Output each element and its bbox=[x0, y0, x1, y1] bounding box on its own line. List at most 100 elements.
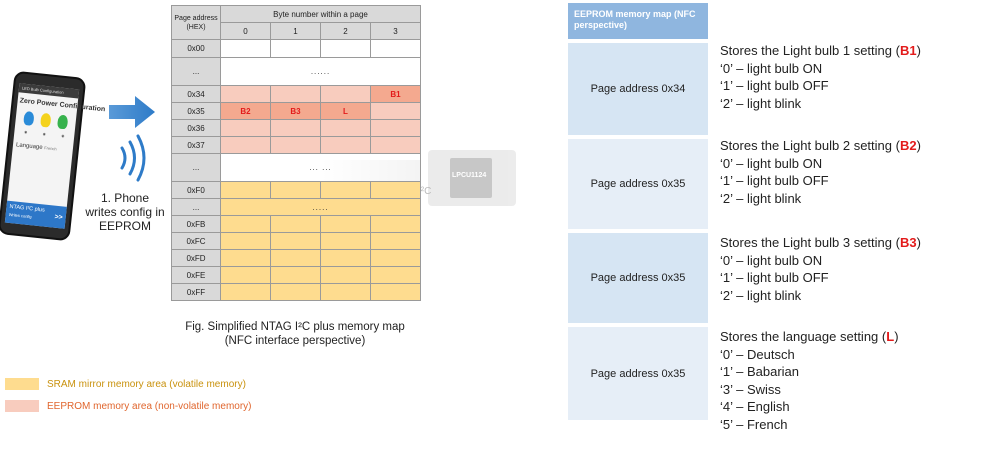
memory-cell bbox=[370, 215, 421, 233]
description-prefix: Stores the Light bulb 2 setting ( bbox=[720, 138, 900, 153]
row-address: 0xFF bbox=[171, 283, 221, 301]
description-key: B3 bbox=[899, 235, 917, 250]
row-address: 0x37 bbox=[171, 136, 221, 154]
description-key: L bbox=[886, 329, 895, 344]
table-row: ... ... ... bbox=[171, 153, 421, 182]
description-prefix: Stores the language setting ( bbox=[720, 329, 887, 344]
memory-cell bbox=[370, 181, 421, 199]
memory-map-table: Page address (HEX) Byte number within a … bbox=[171, 5, 421, 301]
panel-block: Page address 0x35 bbox=[568, 233, 708, 323]
memory-cell bbox=[370, 102, 421, 120]
nfc-waves-icon bbox=[120, 134, 146, 182]
radio-icon: ◉ bbox=[23, 130, 28, 135]
description-title: Stores the Light bulb 2 setting (B2) bbox=[720, 137, 921, 155]
memory-cell bbox=[270, 119, 321, 137]
description-line: ‘0’ – light bulb ON bbox=[720, 252, 823, 268]
memory-gap: ...... bbox=[220, 57, 421, 86]
description-b3: Stores the Light bulb 3 setting (B3) ‘0’… bbox=[720, 234, 921, 304]
figure-caption-line2: (NFC interface perspective) bbox=[224, 335, 366, 347]
memory-cell bbox=[320, 39, 371, 58]
memory-cell bbox=[320, 85, 371, 103]
memory-cell bbox=[320, 266, 371, 284]
header-byte-number: Byte number within a page bbox=[220, 5, 421, 23]
phone-language-value: French bbox=[43, 145, 57, 152]
memory-cell bbox=[220, 232, 271, 250]
memory-cell bbox=[320, 249, 371, 267]
memory-cell bbox=[370, 119, 421, 137]
panel-header: EEPROM memory map (NFC perspective) bbox=[568, 3, 708, 39]
header-page-address: Page address (HEX) bbox=[171, 5, 221, 40]
phone-illustration: LED Bulb Configuration Zero Power Config… bbox=[0, 70, 105, 242]
row-address: 0xFC bbox=[171, 232, 221, 250]
row-address: 0xF0 bbox=[171, 181, 221, 199]
description-line: ‘0’ – Deutsch bbox=[720, 346, 795, 362]
phone-caption: 1. Phone writes config in EEPROM bbox=[85, 191, 165, 233]
row-address: ... bbox=[171, 198, 221, 216]
table-row: 0x36 bbox=[171, 119, 421, 137]
table-row: 0xF0 bbox=[171, 181, 421, 199]
memory-cell bbox=[320, 136, 371, 154]
row-address: 0x00 bbox=[171, 39, 221, 58]
description-b2: Stores the Light bulb 2 setting (B2) ‘0’… bbox=[720, 137, 921, 207]
description-suffix: ) bbox=[916, 43, 921, 58]
memory-cell bbox=[220, 283, 271, 301]
description-prefix: Stores the Light bulb 1 setting ( bbox=[720, 43, 900, 58]
row-address: ... bbox=[171, 153, 221, 182]
description-line: ‘0’ – light bulb ON bbox=[720, 60, 823, 76]
memory-cell bbox=[270, 215, 321, 233]
memory-cell-b2: B2 bbox=[220, 102, 271, 120]
bulb-icon bbox=[22, 110, 35, 126]
memory-cell bbox=[270, 181, 321, 199]
description-line: ‘4’ – English bbox=[720, 399, 790, 414]
i2c-label: I²C bbox=[418, 186, 432, 197]
chip-package bbox=[450, 158, 492, 198]
bulb-icon bbox=[40, 112, 52, 128]
figure-caption: Fig. Simplified NTAG I²C plus memory map… bbox=[171, 320, 419, 348]
memory-cell bbox=[220, 119, 271, 137]
description-title: Stores the language setting (L) bbox=[720, 328, 899, 346]
figure-caption-line1: Fig. Simplified NTAG I²C plus memory map bbox=[185, 321, 405, 333]
memory-cell bbox=[320, 181, 371, 199]
memory-cell-b1: B1 bbox=[370, 85, 421, 103]
table-row: 0xFE bbox=[171, 266, 421, 284]
memory-cell bbox=[270, 283, 321, 301]
memory-cell bbox=[220, 39, 271, 58]
description-line: ‘0’ – light bulb ON bbox=[720, 155, 823, 171]
legend-text-sram: SRAM mirror memory area (volatile memory… bbox=[47, 378, 246, 390]
table-row: 0xFD bbox=[171, 249, 421, 267]
eeprom-memory-map-panel: EEPROM memory map (NFC perspective) Page… bbox=[568, 3, 708, 420]
description-line: ‘3’ – Swiss bbox=[720, 381, 781, 397]
legend-swatch-sram bbox=[5, 378, 39, 390]
memory-cell bbox=[270, 85, 321, 103]
table-row: ... ..... bbox=[171, 198, 421, 216]
memory-cell bbox=[370, 39, 421, 58]
description-line: ‘5’ – French bbox=[720, 416, 788, 432]
memory-cell bbox=[370, 136, 421, 154]
description-line: ‘1’ – light bulb OFF bbox=[720, 173, 829, 188]
memory-cell-l: L bbox=[320, 102, 371, 120]
row-address: 0xFE bbox=[171, 266, 221, 284]
row-address: 0x36 bbox=[171, 119, 221, 137]
legend-text-eeprom: EEPROM memory area (non-volatile memory) bbox=[47, 400, 252, 412]
panel-block-label: Page address 0x35 bbox=[590, 367, 686, 380]
chip-label: LPCU1124 bbox=[452, 172, 487, 179]
panel-block-label: Page address 0x34 bbox=[590, 83, 686, 95]
description-language: Stores the language setting (L) ‘0’ – De… bbox=[720, 328, 899, 433]
memory-cell bbox=[270, 266, 321, 284]
memory-cell bbox=[370, 283, 421, 301]
panel-block: Page address 0x34 bbox=[568, 43, 708, 135]
header-byte-col: 2 bbox=[320, 22, 371, 40]
legend-eeprom: EEPROM memory area (non-volatile memory) bbox=[5, 400, 252, 412]
table-row: 0xFB bbox=[171, 215, 421, 233]
memory-cell bbox=[270, 232, 321, 250]
table-row: 0x00 bbox=[171, 39, 421, 58]
description-line: ‘2’ – light blink bbox=[720, 287, 802, 303]
description-suffix: ) bbox=[916, 138, 921, 153]
radio-icon: ◉ bbox=[61, 133, 65, 139]
memory-cell bbox=[320, 119, 371, 137]
memory-cell bbox=[220, 249, 271, 267]
table-row: 0x37 bbox=[171, 136, 421, 154]
description-title: Stores the Light bulb 3 setting (B3) bbox=[720, 234, 921, 252]
memory-cell bbox=[370, 232, 421, 250]
chevron-right-icon: >> bbox=[54, 213, 63, 222]
